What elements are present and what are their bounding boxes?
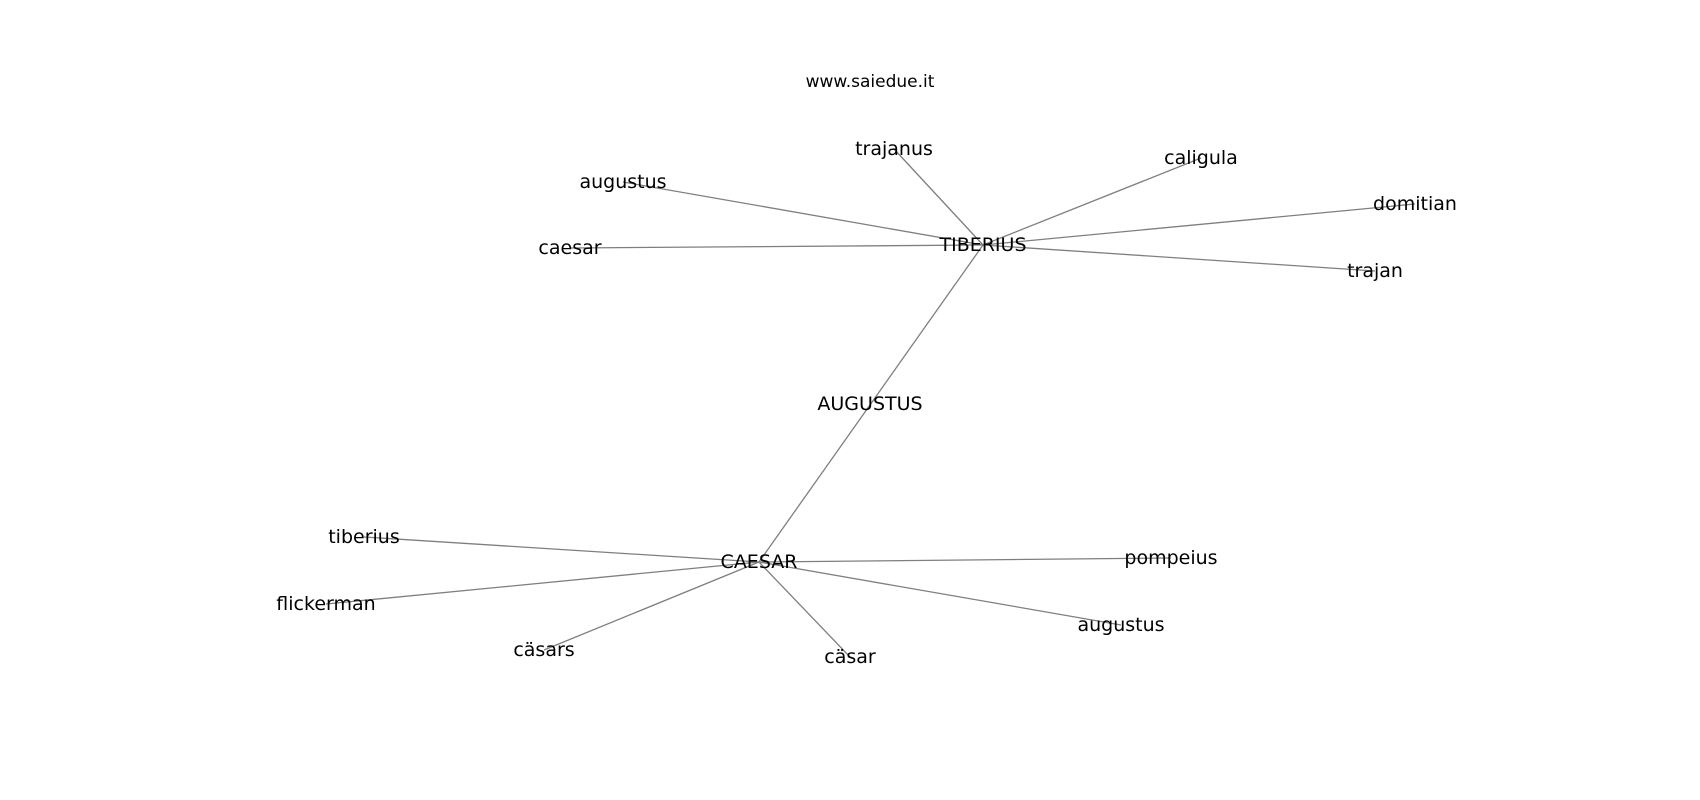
node-label-t-caligula: caligula [1164,147,1238,169]
node-label-augustus-root: AUGUSTUS [817,393,922,415]
node-label-t-trajan: trajan [1347,260,1403,282]
node-label-c-tiberius: tiberius [328,526,400,548]
edge-tiberius_hub-t_caesar [569,244,984,249]
node-label-tiberius-hub: TIBERIUS [938,234,1026,256]
node-label-c-flickerman: flickerman [276,593,375,615]
edge-tiberius_hub-t_trajan [982,244,1376,272]
node-label-t-domitian: domitian [1373,193,1457,215]
graph-nodes: AUGUSTUS TIBERIUS CAESAR trajanus caligula au… [276,138,1457,668]
edge-caesar_hub-c_augustus [758,561,1122,626]
edge-caesar_hub-c_tiberius [363,536,760,563]
edge-caesar_hub-c_casar [758,561,851,658]
node-label-caesar-hub: CAESAR [721,551,798,573]
node-label-t-augustus: augustus [579,171,666,193]
edge-tiberius_hub-t_caligula [982,157,1202,246]
site-caption: www.saiedue.it [805,72,935,92]
edge-tiberius_hub-t_domitian [982,203,1416,246]
node-label-c-casar: cäsar [824,646,876,668]
node-label-c-pompeius: pompeius [1124,547,1217,569]
edge-tiberius_hub-t_augustus [622,181,984,246]
node-label-c-augustus: augustus [1077,614,1164,636]
edge-caesar_hub-tiberius_hub [758,244,984,563]
edge-caesar_hub-c_casars [543,561,760,651]
node-label-t-caesar: caesar [538,237,601,259]
edge-caesar_hub-c_flickerman [325,561,760,605]
graph-edges [325,148,1416,658]
edge-caesar_hub-c_pompeius [758,557,1172,563]
node-label-c-casars: cäsars [513,639,574,661]
edge-tiberius_hub-t_trajanus [893,148,984,246]
node-label-t-trajanus: trajanus [855,138,933,160]
